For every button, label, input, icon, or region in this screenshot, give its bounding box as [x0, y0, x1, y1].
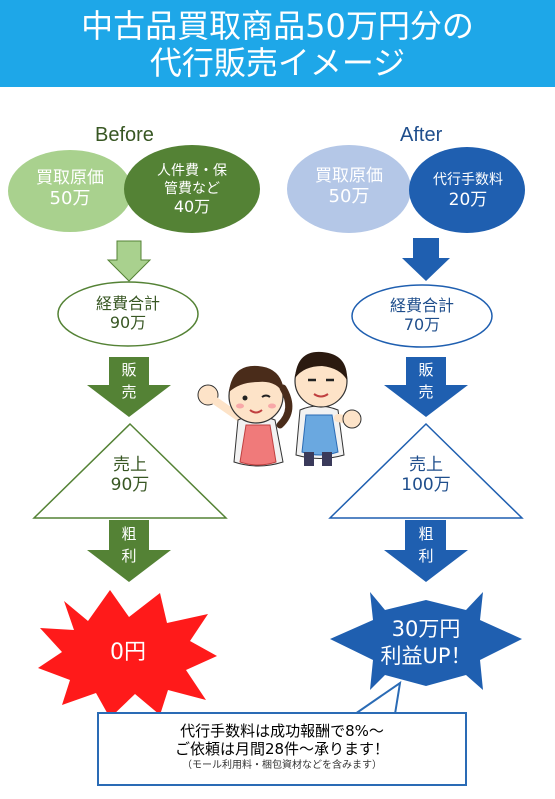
title-line-1: 中古品買取商品50万円分の	[81, 7, 474, 45]
after-expense-line1: 経費合計	[389, 296, 454, 315]
after-sell-text: 販 売	[414, 359, 438, 403]
after-down-arrow	[402, 238, 450, 281]
after-sell-arrow	[384, 357, 468, 417]
note-callout: 代行手数料は成功報酬で8%～ ご依頼は月間28件～承ります！ （モール利用料・梱…	[97, 712, 467, 786]
before-profit-arrow	[87, 520, 171, 582]
before-profit-text: 粗 利	[117, 523, 141, 567]
note-line2: ご依頼は月間28件～承ります！	[174, 740, 390, 758]
after-expense-text: 経費合計 70万	[362, 296, 482, 334]
before-label: Before	[95, 124, 154, 146]
before-labor-line3: 40万	[173, 197, 211, 216]
before-cost-line1: 買取原価	[36, 168, 104, 188]
before-down-arrow-light	[106, 240, 152, 282]
before-labor-line2: 管費など	[164, 181, 220, 197]
after-cost-line1: 買取原価	[315, 166, 383, 186]
before-sell-c2: 売	[121, 383, 137, 401]
before-sell-c1: 販	[121, 361, 137, 379]
after-profit-burst	[330, 592, 522, 690]
before-expense-ellipse	[57, 281, 199, 347]
after-expense-ellipse	[351, 284, 493, 348]
before-sales-line1: 売上	[113, 455, 147, 475]
title-banner: 中古品買取商品50万円分の 代行販売イメージ	[0, 0, 555, 87]
after-label: After	[400, 124, 443, 146]
before-cost-circle	[8, 150, 132, 232]
before-profit-c2: 利	[121, 547, 137, 565]
before-profit-c1: 粗	[121, 525, 137, 543]
before-sales-triangle	[32, 422, 228, 519]
before-cost-text: 買取原価 50万	[18, 168, 122, 210]
after-profit-c1: 粗	[418, 525, 434, 543]
after-sales-line2: 100万	[401, 475, 451, 496]
before-sell-arrow	[87, 357, 171, 417]
after-profit-arrow	[384, 520, 468, 582]
after-sales-line1: 売上	[409, 455, 443, 475]
before-labor-line1: 人件費・保	[157, 163, 227, 179]
after-fee-line2: 20万	[448, 190, 488, 210]
after-cost-text: 買取原価 50万	[297, 166, 401, 208]
after-cost-circle	[287, 145, 411, 233]
after-result-text: 30万円 利益UP！	[356, 616, 496, 670]
after-profit-text: 粗 利	[414, 523, 438, 567]
character-man-icon	[294, 351, 362, 466]
after-expense-line2: 70万	[403, 315, 441, 335]
before-result-text: 0円	[110, 640, 146, 665]
before-sales-line2: 90万	[110, 475, 150, 496]
note-pointer	[351, 680, 402, 715]
after-result-line2: 利益UP！	[380, 644, 472, 668]
before-expense-line2: 90万	[109, 313, 147, 333]
after-sell-c1: 販	[418, 361, 434, 379]
before-cost-line2: 50万	[49, 188, 91, 210]
note-line1: 代行手数料は成功報酬で8%～	[180, 722, 384, 740]
after-profit-c2: 利	[418, 547, 434, 565]
after-cost-line2: 50万	[328, 186, 370, 208]
after-fee-circle	[409, 147, 525, 233]
before-expense-line1: 経費合計	[95, 294, 160, 313]
before-zero-burst	[38, 590, 217, 718]
after-result-line1: 30万円	[391, 617, 461, 641]
before-sales-text: 売上 90万	[80, 455, 180, 496]
after-fee-text: 代行手数料 20万	[412, 170, 524, 210]
after-fee-line1: 代行手数料	[433, 172, 503, 188]
before-labor-text: 人件費・保 管費など 40万	[136, 162, 248, 216]
after-sales-triangle	[328, 422, 524, 519]
before-sell-text: 販 売	[117, 359, 141, 403]
title-line-2: 代行販売イメージ	[149, 44, 406, 82]
after-sales-text: 売上 100万	[376, 455, 476, 496]
before-labor-circle	[124, 145, 260, 233]
character-woman-icon	[197, 365, 293, 467]
before-expense-text: 経費合計 90万	[68, 294, 188, 332]
note-line3: （モール利用料・梱包資材などを含みます）	[182, 760, 382, 771]
after-sell-c2: 売	[418, 383, 434, 401]
